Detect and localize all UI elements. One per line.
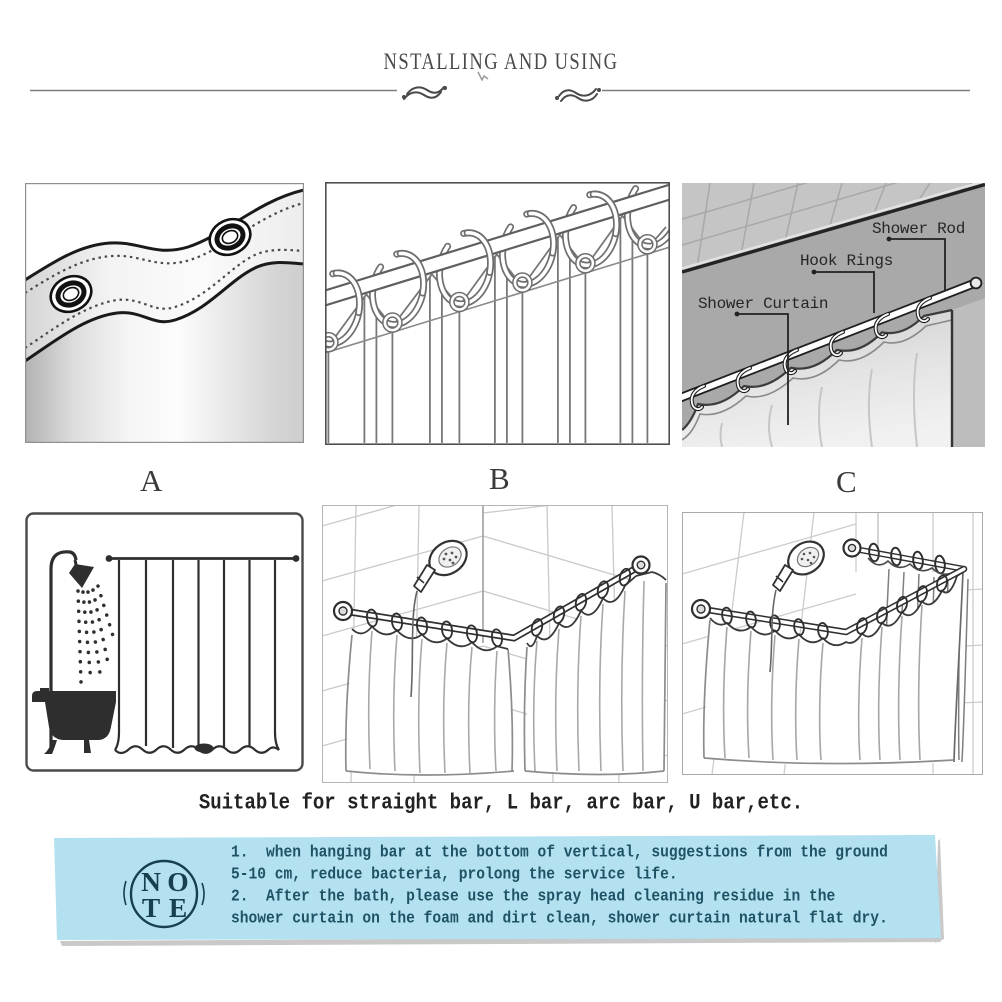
- svg-text:Shower Curtain: Shower Curtain: [698, 295, 828, 313]
- svg-text:Hook Rings: Hook Rings: [800, 252, 893, 270]
- svg-text:N: N: [141, 866, 161, 897]
- svg-text:T: T: [142, 892, 160, 923]
- svg-text:E: E: [169, 892, 187, 923]
- svg-text:Shower Rod: Shower Rod: [872, 220, 965, 238]
- svg-text:O: O: [167, 866, 188, 897]
